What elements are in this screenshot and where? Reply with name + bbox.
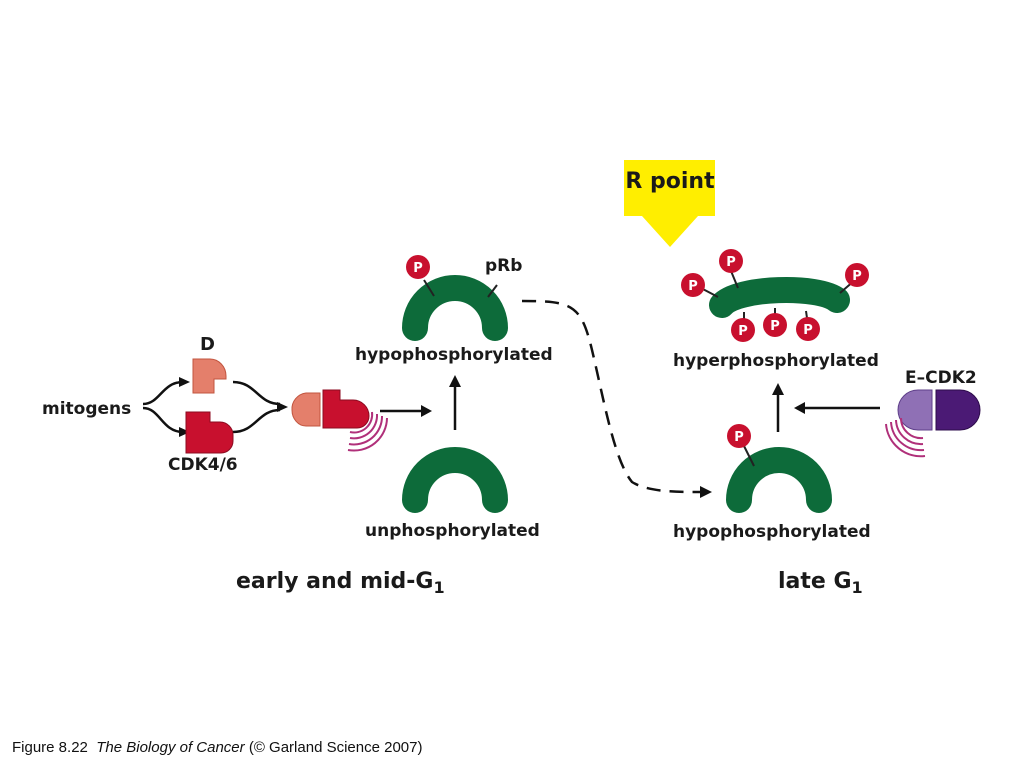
cyclin-d-cdk46-complex bbox=[291, 389, 370, 429]
cyclin-e-cdk2-complex bbox=[897, 389, 981, 431]
cdk46-label: CDK4/6 bbox=[168, 455, 238, 475]
late-g1-label: late G1 bbox=[778, 569, 863, 597]
e-cdk2-label: E–CDK2 bbox=[905, 368, 977, 388]
figure-caption: Figure 8.22 The Biology of Cancer (© Gar… bbox=[12, 739, 422, 756]
svg-text:P: P bbox=[738, 324, 748, 339]
dashed-transition-arrow bbox=[521, 299, 712, 498]
phosphate-icon: P bbox=[727, 424, 751, 448]
cyclin-d-shape bbox=[192, 358, 227, 394]
arrow-unphos-to-hypo bbox=[449, 375, 461, 430]
arrowheads-mitogens bbox=[179, 377, 288, 437]
phosphate-icon: P bbox=[845, 263, 869, 287]
phosphate-icon: P bbox=[763, 313, 787, 337]
kinase-activity-arcs-left bbox=[347, 411, 388, 452]
prb-label: pRb bbox=[485, 256, 522, 276]
caption-figure-number: Figure 8.22 bbox=[12, 739, 88, 756]
hyperphosphorylated-label: hyperphosphorylated bbox=[673, 351, 879, 371]
caption-book-title: The Biology of Cancer bbox=[96, 739, 245, 756]
mitogens-label: mitogens bbox=[42, 399, 131, 419]
svg-text:P: P bbox=[770, 319, 780, 334]
kinase-activity-arcs-right bbox=[885, 417, 926, 458]
phosphate-icon: P bbox=[681, 273, 705, 297]
prb-unphosphorylated bbox=[402, 447, 508, 513]
prb-hypophosphorylated-right bbox=[726, 445, 832, 513]
phosphate-icon: P bbox=[406, 255, 430, 279]
phosphate-icon: P bbox=[796, 317, 820, 341]
r-point-arrow bbox=[624, 160, 715, 247]
svg-text:P: P bbox=[413, 261, 423, 276]
cdk46-shape bbox=[185, 411, 234, 454]
phosphate-icon: P bbox=[719, 249, 743, 273]
svg-text:P: P bbox=[852, 269, 862, 284]
svg-text:P: P bbox=[803, 323, 813, 338]
unphosphorylated-label: unphosphorylated bbox=[365, 521, 540, 541]
prb-hyperphosphorylated bbox=[709, 277, 850, 318]
caption-copyright: (© Garland Science 2007) bbox=[248, 739, 423, 756]
svg-text:P: P bbox=[726, 255, 736, 270]
cyclin-d-label: D bbox=[200, 334, 215, 355]
svg-text:P: P bbox=[688, 279, 698, 294]
mitogen-arrows bbox=[142, 380, 281, 434]
phosphate-icon: P bbox=[731, 318, 755, 342]
hypophosphorylated-label-right: hypophosphorylated bbox=[673, 522, 871, 542]
arrow-complex-to-prb bbox=[380, 405, 432, 417]
early-mid-g1-label: early and mid-G1 bbox=[236, 569, 445, 597]
r-point-label: R point bbox=[625, 169, 715, 194]
arrow-hypo-to-hyper bbox=[772, 383, 784, 432]
prb-hypophosphorylated-left bbox=[402, 275, 508, 341]
arrow-ecdk2-to-prb bbox=[794, 402, 880, 414]
hypophosphorylated-label-left: hypophosphorylated bbox=[355, 345, 553, 365]
svg-text:P: P bbox=[734, 430, 744, 445]
